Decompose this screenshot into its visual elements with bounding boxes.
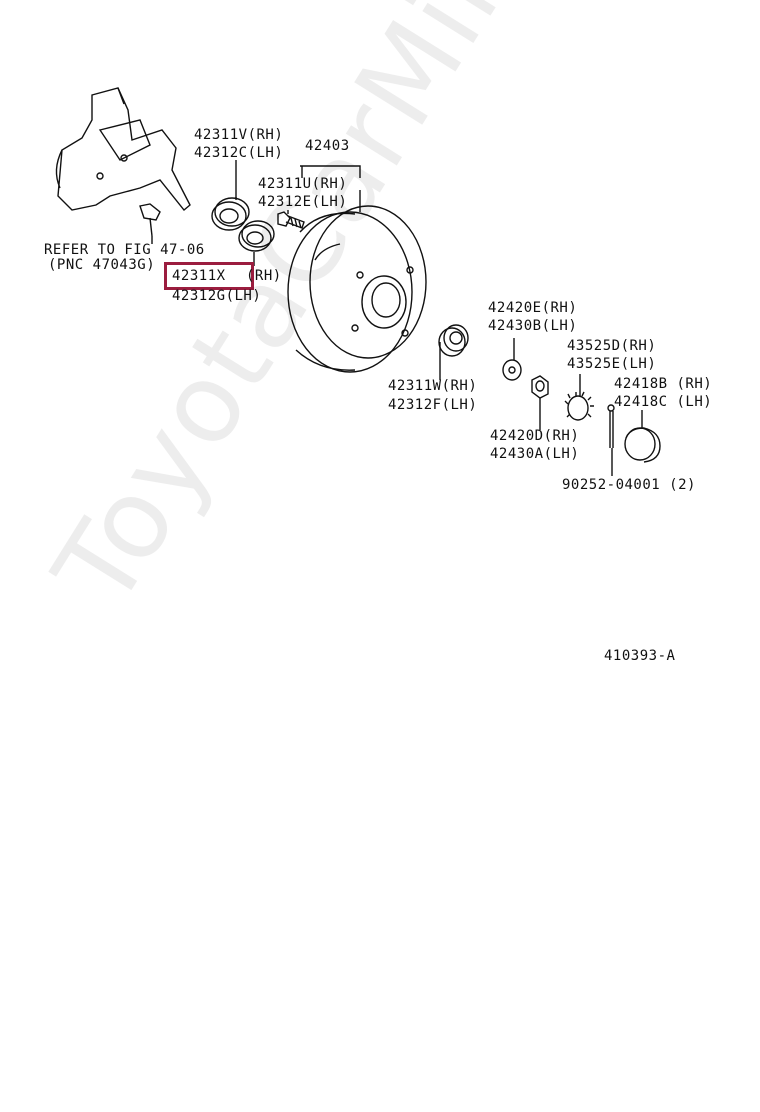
label-42312c[interactable]: 42312C(LH) <box>194 145 284 161</box>
label-43525e[interactable]: 43525E(LH) <box>567 356 657 372</box>
label-43525d[interactable]: 43525D(RH) <box>567 338 657 354</box>
label-42420e[interactable]: 42420E(RH) <box>488 300 578 316</box>
label-42420d[interactable]: 42420D(RH) <box>490 428 580 444</box>
label-42312e[interactable]: 42312E(LH) <box>258 194 348 210</box>
label-42312f[interactable]: 42312F(LH) <box>388 397 478 413</box>
hub-bolt-drawing <box>277 211 305 229</box>
label-42430a[interactable]: 42430A(LH) <box>490 446 580 462</box>
label-42311x-number[interactable]: 42311X <box>172 268 226 284</box>
label-42312g[interactable]: 42312G(LH) <box>172 288 262 304</box>
highlight-box <box>164 262 254 290</box>
steering-knuckle-drawing <box>55 87 191 211</box>
label-42418b[interactable]: 42418B (RH) <box>614 376 713 392</box>
label-42403[interactable]: 42403 <box>305 138 350 154</box>
outer-bearing-drawing <box>438 324 469 380</box>
figure-code: 410393-A <box>604 648 676 664</box>
grease-cap-drawing <box>624 410 661 463</box>
inner-bearing-drawing <box>238 220 275 266</box>
label-42418c[interactable]: 42418C (LH) <box>614 394 713 410</box>
label-42311x-side: (RH) <box>246 268 282 284</box>
label-42311u[interactable]: 42311U(RH) <box>258 176 348 192</box>
label-42311w[interactable]: 42311W(RH) <box>388 378 478 394</box>
knuckle-bolt-drawing <box>139 203 161 244</box>
refer-note-line1: REFER TO FIG 47-06 <box>44 242 205 258</box>
washer-drawing <box>502 338 522 381</box>
nut-drawing <box>531 375 549 430</box>
refer-note-line2: (PNC 47043G) <box>48 257 156 273</box>
leader-lines <box>235 160 361 214</box>
brake-drum-drawing <box>287 205 427 373</box>
cotter-pin-drawing <box>607 404 615 476</box>
label-90252[interactable]: 90252-04001 (2) <box>562 477 696 493</box>
label-42430b[interactable]: 42430B(LH) <box>488 318 578 334</box>
label-42311v[interactable]: 42311V(RH) <box>194 127 284 143</box>
nut-lock-cap-drawing <box>564 374 594 421</box>
